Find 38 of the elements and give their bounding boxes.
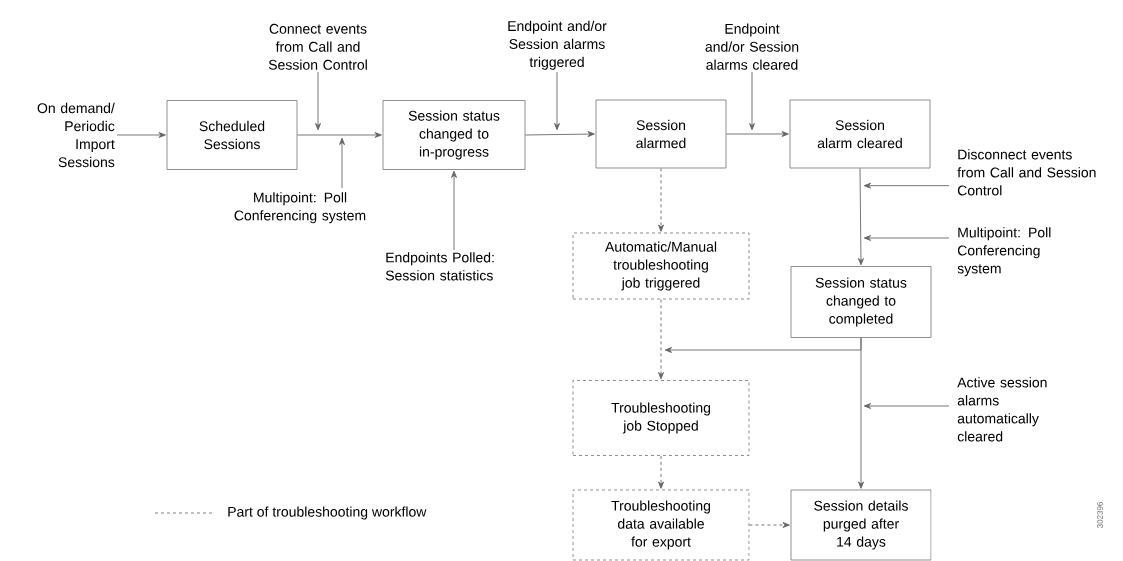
arrow [749, 71, 755, 131]
arrow [339, 137, 345, 189]
process-box: Session alarm cleared [789, 99, 931, 169]
arrow [658, 298, 664, 380]
arrow [296, 132, 382, 138]
arrow [524, 131, 595, 138]
dashed-box: Troubleshooting data available for export [572, 489, 750, 561]
arrow [858, 167, 864, 266]
arrow [554, 71, 560, 131]
figure-number: 302396 [1097, 502, 1103, 529]
legend-text: Part of troubleshooting workflow [228, 506, 427, 520]
process-box: Scheduled Sessions [166, 100, 298, 170]
event-label: Connect events from Call and Session Control [268, 23, 367, 70]
arrow [725, 131, 789, 137]
event-label: Disconnect events from Call and Session Control [957, 149, 1096, 196]
event-label: Multipoint: Poll Conferencing system [957, 227, 1051, 277]
arrow [116, 132, 166, 138]
event-label: Endpoint and/or Session alarms cleared [705, 23, 799, 70]
event-label: Endpoints Polled: Session statistics [385, 252, 494, 281]
process-box: Session details purged after 14 days [790, 489, 932, 561]
arrow [315, 71, 321, 131]
arrow [451, 170, 457, 251]
arrow [658, 455, 664, 489]
arrow [863, 403, 950, 409]
event-label: Active session alarms automatically cleared [957, 377, 1047, 442]
dashed-box: Troubleshooting job Stopped [572, 380, 750, 456]
event-label: Multipoint: Poll Conferencing system [234, 192, 366, 224]
arrow [858, 337, 864, 489]
arrow [863, 182, 950, 189]
dashed-box: Automatic/Manual troubleshooting job triggered [572, 232, 750, 300]
arrow [748, 522, 790, 528]
process-box: Session alarmed [595, 99, 727, 169]
process-box: Session status changed to in-progress [382, 100, 526, 170]
event-label: On demand/ Periodic Import Sessions [37, 102, 115, 168]
event-label: Endpoint and/or Session alarms triggered [508, 20, 607, 70]
arrow [863, 235, 950, 241]
arrow [658, 167, 664, 232]
process-box: Session status changed to completed [790, 266, 932, 338]
